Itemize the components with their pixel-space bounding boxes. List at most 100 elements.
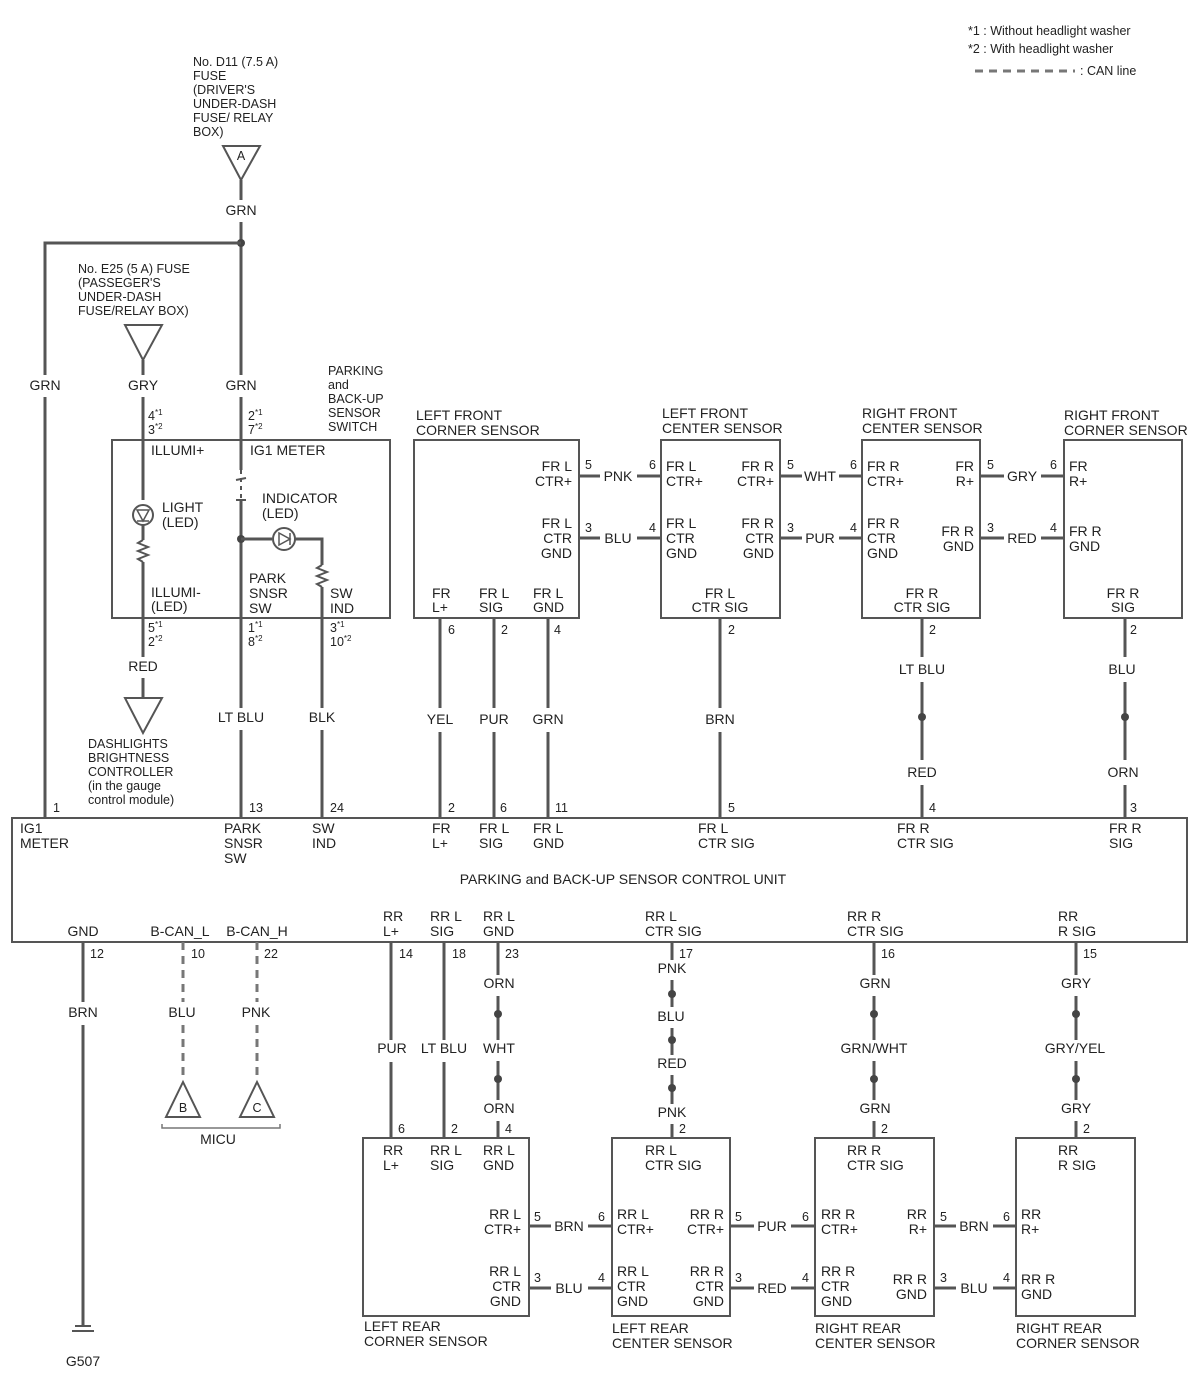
wire-label: PNK [242,1004,271,1020]
svg-text:2: 2 [929,623,936,637]
svg-text:FR: FR [432,820,451,836]
svg-text:RR: RR [383,1142,403,1158]
lrc-labels: 6 2 4 RR L+ RR L SIG RR L GND RR L CTR+ … [364,1122,541,1349]
wire-label: BLU [168,1004,195,1020]
svg-text:BLU: BLU [657,1008,684,1024]
wire-label: GRN [225,202,256,218]
svg-text:FR R: FR R [897,820,930,836]
svg-text:FUSE: FUSE [193,69,226,83]
svg-text:10*2: 10*2 [330,634,352,649]
svg-text:SW: SW [312,820,335,836]
svg-text:CTR SIG: CTR SIG [897,835,954,851]
svg-text:4: 4 [598,1271,605,1285]
svg-text:FR R: FR R [1069,523,1102,539]
svg-text:FR L: FR L [705,585,736,601]
svg-text:SW: SW [224,850,247,866]
svg-text:GND: GND [533,835,564,851]
svg-text:FR R: FR R [1109,820,1142,836]
svg-text:SIG: SIG [479,835,503,851]
svg-text:18: 18 [452,947,466,961]
svg-text:(DRIVER'S: (DRIVER'S [193,83,255,97]
svg-text:FR L: FR L [533,585,564,601]
svg-text:FR: FR [1069,458,1088,474]
svg-text:GND: GND [1021,1286,1052,1302]
svg-text:6: 6 [500,801,507,815]
svg-text:BLU: BLU [960,1280,987,1296]
connector-a [221,145,262,183]
svg-text:24: 24 [330,801,344,815]
svg-text:RED: RED [757,1280,787,1296]
svg-text:4: 4 [850,521,857,535]
svg-text:GND: GND [533,599,564,615]
svg-text:FR R: FR R [867,515,900,531]
svg-text:B-CAN_H: B-CAN_H [226,923,287,939]
svg-text:METER: METER [20,835,69,851]
svg-text:GND: GND [666,545,697,561]
svg-text:CORNER SENSOR: CORNER SENSOR [416,422,540,438]
svg-text:7*2: 7*2 [248,422,263,437]
connector-c [238,1079,276,1118]
svg-text:4*1: 4*1 [148,408,163,423]
svg-text:GRN/WHT: GRN/WHT [841,1040,908,1056]
svg-text:RIGHT REAR: RIGHT REAR [1016,1320,1102,1336]
light-label: LIGHT [162,499,204,515]
svg-text:IG1: IG1 [20,820,43,836]
svg-text:RIGHT REAR: RIGHT REAR [815,1320,901,1336]
svg-text:SWITCH: SWITCH [328,420,377,434]
svg-text:CTR: CTR [821,1278,850,1294]
svg-text:RR: RR [1021,1206,1041,1222]
svg-text:RR R: RR R [1021,1271,1055,1287]
svg-text:6: 6 [1003,1210,1010,1224]
svg-text:FR R: FR R [906,585,939,601]
svg-text:SNSR: SNSR [224,835,263,851]
switch-pin-bottom: 5*1 2*2 1*1 8*2 3*1 10*2 [148,620,352,649]
svg-text:GND: GND [743,545,774,561]
svg-text:GRN: GRN [859,1100,890,1116]
svg-text:RR: RR [1058,1142,1078,1158]
svg-text:4: 4 [929,801,936,815]
svg-text:FR: FR [432,585,451,601]
svg-text:RIGHT FRONT: RIGHT FRONT [862,405,958,421]
svg-text:FR R: FR R [741,458,774,474]
svg-text:SIG: SIG [479,599,503,615]
rfctr-title: RIGHT FRONT CENTER SENSOR [862,405,983,436]
ground-icon [72,1325,94,1332]
svg-text:17: 17 [679,947,693,961]
svg-text:CTR: CTR [543,530,572,546]
svg-text:GND: GND [67,923,98,939]
lrctr-labels: 2 RR L CTR SIG RR L CTR+ RR L CTR GND RR… [598,1122,742,1351]
wire-label: GRN [225,377,256,393]
svg-text:BRN: BRN [705,711,735,727]
svg-text:SIG: SIG [1111,599,1135,615]
svg-text:YEL: YEL [427,711,454,727]
svg-text:FR L: FR L [533,820,564,836]
svg-text:1: 1 [53,801,60,815]
svg-text:3: 3 [735,1271,742,1285]
svg-text:GND: GND [896,1286,927,1302]
control-unit-title: PARKING and BACK-UP SENSOR CONTROL UNIT [460,871,787,887]
indicator-label: (LED) [262,505,299,521]
svg-text:CENTER SENSOR: CENTER SENSOR [612,1335,733,1351]
svg-text:CORNER SENSOR: CORNER SENSOR [364,1333,488,1349]
svg-text:10: 10 [191,947,205,961]
svg-text:R+: R+ [909,1221,927,1237]
svg-text:FR L: FR L [542,458,573,474]
svg-text:BACK-UP: BACK-UP [328,392,384,406]
svg-text:RR: RR [907,1206,927,1222]
svg-text:L+: L+ [432,835,448,851]
fuse-e25-label: No. E25 (5 A) FUSE (PASSEGER'S UNDER-DAS… [78,262,190,318]
wire-label: BLK [309,709,336,725]
resistor-icon [314,564,330,588]
svg-text:5: 5 [735,1210,742,1224]
lfctr-labels: FR L CTR+ FR L CTR GND FR R CTR+ FR R CT… [649,458,794,637]
illumi-minus-label: (LED) [151,598,188,614]
svg-text:BLU: BLU [1108,661,1135,677]
svg-text:GND: GND [867,545,898,561]
svg-text:FR R: FR R [941,523,974,539]
svg-text:16: 16 [881,947,895,961]
svg-text:RR L: RR L [617,1263,649,1279]
wire-label: BRN [68,1004,98,1020]
svg-text:15: 15 [1083,947,1097,961]
svg-text:2: 2 [448,801,455,815]
